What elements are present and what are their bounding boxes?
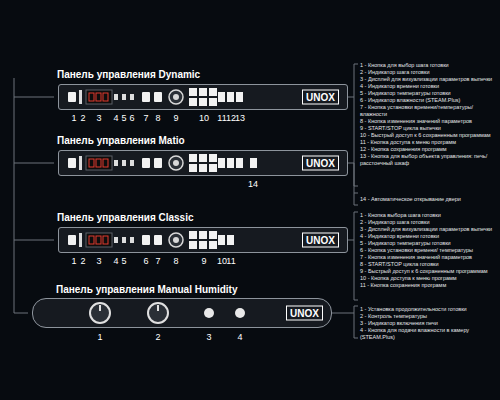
callout-number: 10 <box>199 113 209 123</box>
callout-number: 1 <box>97 332 102 342</box>
legend-line: 11 - Кнопка доступа к меню программ <box>360 139 496 146</box>
brand-logo: UNOX <box>302 156 339 171</box>
legend-line: 7 - Кнопка установки времени/температуры… <box>360 104 496 118</box>
brand-logo: UNOX <box>302 90 339 105</box>
callout-number: 3 <box>206 332 211 342</box>
control-panel: Панель управления ClassicUNOX <box>58 227 348 253</box>
legend-list: 14 - Автоматическое открывание двери <box>360 196 496 203</box>
legend-line: 9 - Быстрый доступ к 6 сохраненным прогр… <box>360 268 496 275</box>
legend-line: 11 - Кнопка сохранения программ <box>360 282 496 289</box>
callout-number: 2 <box>155 332 160 342</box>
callout-number: 2 <box>80 256 85 266</box>
legend-line: 9 - START/STOP цикла выпечки <box>360 125 496 132</box>
legend-line: 1 - Кнопка выбора шага готовки <box>360 212 496 219</box>
legend-line: 2 - Индикатор шага готовки <box>360 69 496 76</box>
callout-number: 3 <box>96 256 101 266</box>
callout-number: 12 <box>226 113 236 123</box>
callout-number: 3 <box>96 113 101 123</box>
legend-line: 14 - Автоматическое открывание двери <box>360 196 496 203</box>
legend-line: 6 - Кнопка установки времени/ температур… <box>360 247 496 254</box>
panel-title: Панель управления Classic <box>57 212 194 223</box>
legend-list: 1 - Кнопка для выбор шага готовки2 - Инд… <box>360 62 496 167</box>
brand-logo: UNOX <box>302 233 339 248</box>
callout-number: 11 <box>217 113 226 123</box>
callout-number: 9 <box>173 113 178 123</box>
callout-number: 14 <box>248 179 258 189</box>
callout-number: 2 <box>80 113 85 123</box>
legend-line: 13 - Кнопка для выбор объекта управления… <box>360 153 496 167</box>
callout-number: 6 <box>129 113 134 123</box>
legend-line: 7 - Кнопка изменения значений параметров <box>360 254 496 261</box>
legend-line: 12 - Кнопка сохранения программ <box>360 146 496 153</box>
legend-line: 2 - Индикатор шага готовки <box>360 219 496 226</box>
legend-list: 1 - Установка продолжительности готовки2… <box>360 306 496 341</box>
callout-number: 6 <box>143 256 148 266</box>
legend-list: 1 - Кнопка выбора шага готовки2 - Индика… <box>360 212 496 289</box>
legend-line: 1 - Установка продолжительности готовки <box>360 306 496 313</box>
legend-line: 8 - Кнопка изменения значений параметров <box>360 118 496 125</box>
legend-line: 6 - Индикатор влажности (STEAM.Plus) <box>360 97 496 104</box>
callout-number: 7 <box>143 113 148 123</box>
legend-line: 1 - Кнопка для выбор шага готовки <box>360 62 496 69</box>
legend-line: 4 - Индикатор времени готовки <box>360 83 496 90</box>
callout-number: 5 <box>121 256 126 266</box>
callout-number: 11 <box>226 256 235 266</box>
legend-line: 4 - Кнопка для подачи влажности в камеру… <box>360 327 496 341</box>
callout-number: 1 <box>71 256 76 266</box>
control-panel: Панель управления MatioUNOX <box>58 150 348 176</box>
panel-title: Панель управления Manual Humidity <box>56 284 238 295</box>
callout-number: 7 <box>155 256 160 266</box>
callout-number: 4 <box>113 256 118 266</box>
callout-number: 8 <box>173 256 178 266</box>
legend-line: 2 - Контроль температуры <box>360 313 496 320</box>
callout-number: 13 <box>235 113 245 123</box>
legend-line: 8 - START/STOP цикла готовки <box>360 261 496 268</box>
callout-number: 10 <box>217 256 227 266</box>
callout-number: 1 <box>71 113 76 123</box>
legend-line: 10 - Кнопка доступа к меню программ <box>360 275 496 282</box>
legend-line: 3 - Индикатор включения печи <box>360 320 496 327</box>
callout-number: 4 <box>113 113 118 123</box>
control-panel: Панель управления Manual HumidityUNOX <box>32 298 332 328</box>
legend-line: 3 - Дисплей для визуализации параметров … <box>360 76 496 83</box>
panel-title: Панель управления Dynamic <box>57 69 200 80</box>
callout-number: 4 <box>237 332 242 342</box>
legend-line: 5 - Индикатор температуры готовки <box>360 240 496 247</box>
callout-number: 9 <box>201 256 206 266</box>
legend-line: 3 - Дисплей для визуализации параметров … <box>360 226 496 233</box>
legend-line: 5 - Индикатор температуры готовки <box>360 90 496 97</box>
brand-logo: UNOX <box>286 306 323 321</box>
callout-number: 5 <box>121 113 126 123</box>
callout-number: 8 <box>155 113 160 123</box>
legend-line: 10 - Быстрый доступ к 6 сохраненным прог… <box>360 132 496 139</box>
panel-title: Панель управления Matio <box>57 135 185 146</box>
control-panel: Панель управления DynamicUNOX <box>58 84 348 110</box>
legend-line: 4 - Индикатор времени готовки <box>360 233 496 240</box>
